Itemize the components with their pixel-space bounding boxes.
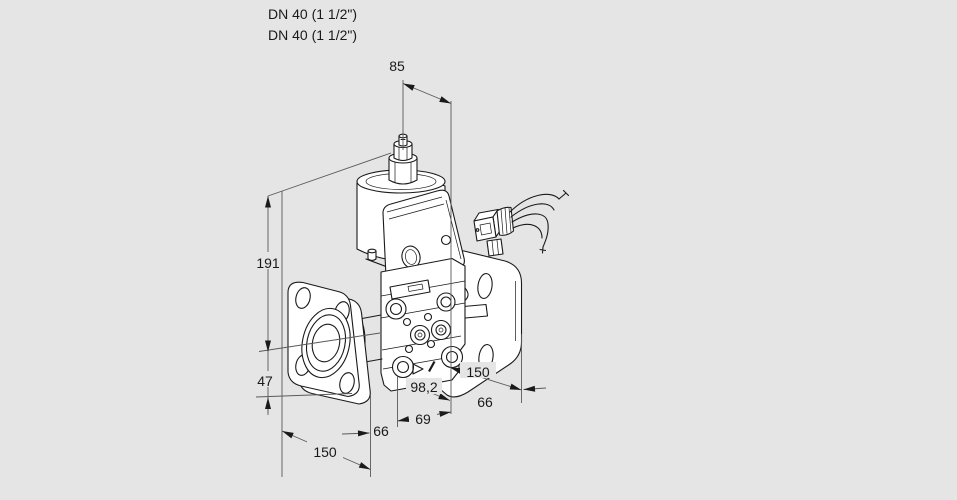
dim-47: 47 bbox=[250, 371, 278, 389]
dim-150-left-value: 150 bbox=[313, 444, 337, 460]
connector-wires bbox=[509, 189, 570, 254]
label-dn40-2: DN 40 (1 1/2") bbox=[268, 27, 357, 43]
cable-connector bbox=[473, 206, 515, 257]
dim-191: 191 bbox=[253, 152, 392, 415]
dim-85: 85 bbox=[389, 58, 452, 414]
dim-191-value: 191 bbox=[256, 255, 280, 271]
dim-66-right: 66 bbox=[477, 385, 547, 410]
valve-body bbox=[380, 257, 466, 392]
connection-labels: DN 40 (1 1/2") DN 40 (1 1/2") bbox=[268, 6, 357, 43]
dim-98-2-value: 98,2 bbox=[410, 379, 437, 395]
dim-66-right-value: 66 bbox=[477, 394, 493, 410]
dim-66-left: 66 bbox=[341, 423, 389, 439]
dim-69-value: 69 bbox=[415, 411, 431, 427]
label-dn40-1: DN 40 (1 1/2") bbox=[268, 6, 357, 22]
dim-69: 69 bbox=[397, 375, 452, 427]
actuator-cap bbox=[388, 133, 418, 185]
dim-47-value: 47 bbox=[257, 373, 273, 389]
dim-150-right-value: 150 bbox=[466, 364, 490, 380]
dim-66-left-value: 66 bbox=[373, 423, 389, 439]
dim-98-2: 98,2 bbox=[406, 378, 451, 401]
dim-150-left: 150 bbox=[281, 191, 371, 477]
left-flange bbox=[287, 281, 371, 405]
dim-85-value: 85 bbox=[389, 58, 405, 74]
dim-150-right: 150 bbox=[449, 334, 522, 403]
